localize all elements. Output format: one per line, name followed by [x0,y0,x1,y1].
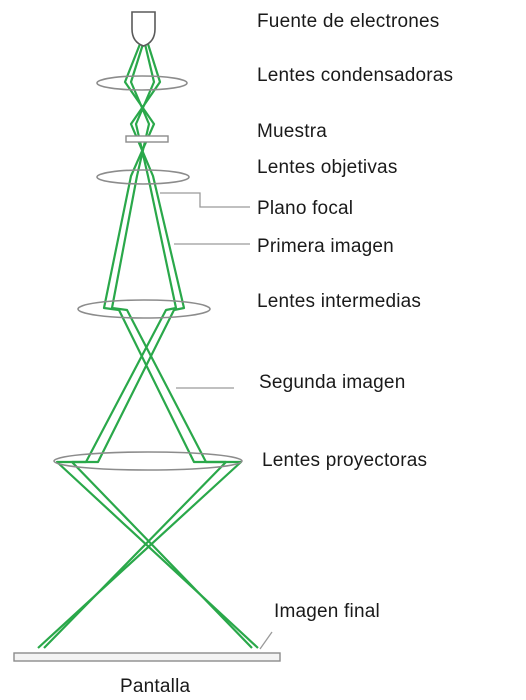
electron-source-label: Fuente de electrones [257,11,440,32]
projector-lenses-label: Lentes proyectoras [262,450,428,471]
objective-lens [96,169,190,185]
leader-lines [160,192,273,650]
second-image-label: Segunda imagen [259,372,406,393]
lenses [53,75,243,471]
final-image-leader [259,631,273,650]
focal-plane-label: Plano focal [257,198,354,219]
screen-plate [13,652,281,662]
projector-lens [53,451,243,471]
electron-source-icon [131,11,156,47]
beam-ray [43,43,228,649]
sample-holder [125,135,169,143]
objective-lenses-label: Lentes objetivas [257,157,398,178]
condenser-lens [96,75,188,91]
intermediate-lenses-label: Lentes intermedias [257,291,422,312]
electron-beam [37,43,259,649]
first-image-label: Primera imagen [257,236,394,257]
intermediate-lens [77,299,211,319]
focal-plane-leader [160,192,250,208]
condenser-lenses-label: Lentes condensadoras [257,65,454,86]
beam-ray [70,43,253,649]
beam-ray [55,43,259,649]
screen-label: Pantalla [120,676,191,697]
sample-label: Muestra [257,121,328,142]
final-image-label: Imagen final [274,601,380,622]
